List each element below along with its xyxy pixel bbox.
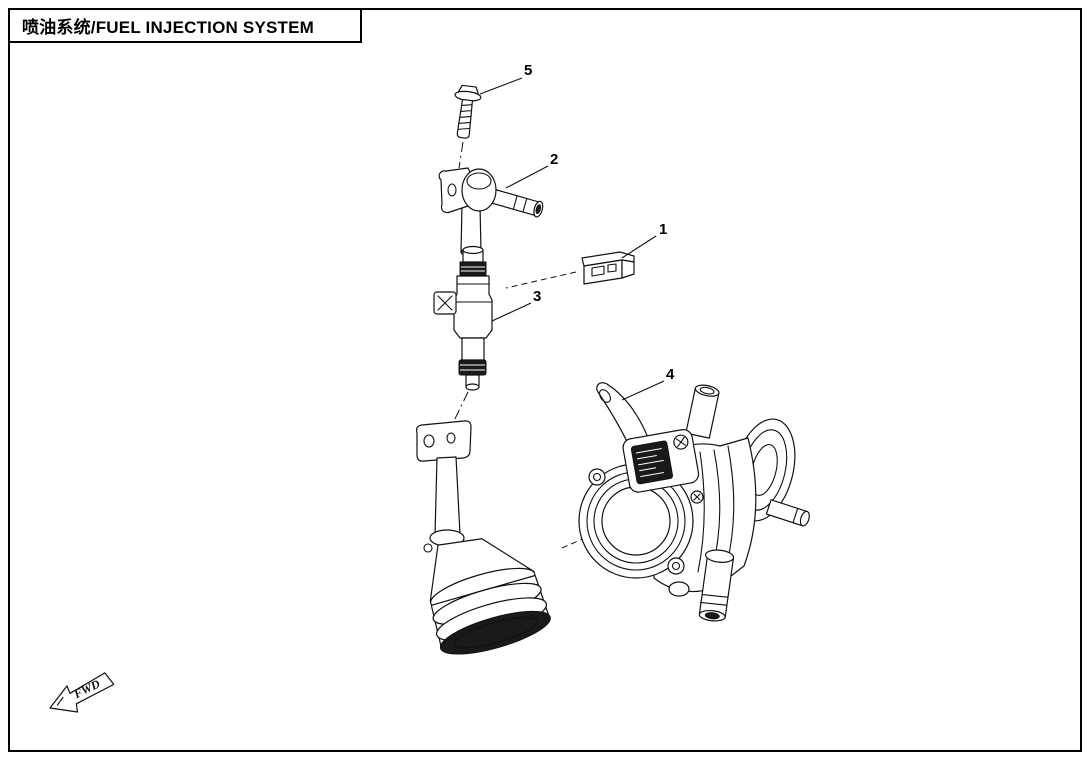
intake-pipe-drawing	[415, 420, 551, 655]
callout-4: 4	[666, 366, 675, 383]
callout-1: 1	[659, 221, 668, 238]
callout-5: 5	[524, 62, 533, 79]
page-frame: 喷油系统/FUEL INJECTION SYSTEM	[8, 8, 1082, 752]
callout-2: 2	[550, 151, 559, 168]
callout-leader-lines	[479, 77, 665, 401]
part-1-clip-drawing	[581, 251, 635, 285]
title-box: 喷油系统/FUEL INJECTION SYSTEM	[10, 10, 362, 43]
part-3-injector-drawing	[433, 245, 493, 391]
part-2-fuel-joint-drawing	[438, 167, 544, 257]
part-4-throttle-body-drawing	[578, 382, 810, 622]
page-title: 喷油系统/FUEL INJECTION SYSTEM	[22, 18, 315, 37]
callout-3: 3	[533, 288, 542, 305]
assembly-centerlines	[451, 141, 469, 426]
part-5-bolt-drawing	[454, 84, 482, 139]
fwd-arrow-icon: FWD	[49, 672, 115, 713]
